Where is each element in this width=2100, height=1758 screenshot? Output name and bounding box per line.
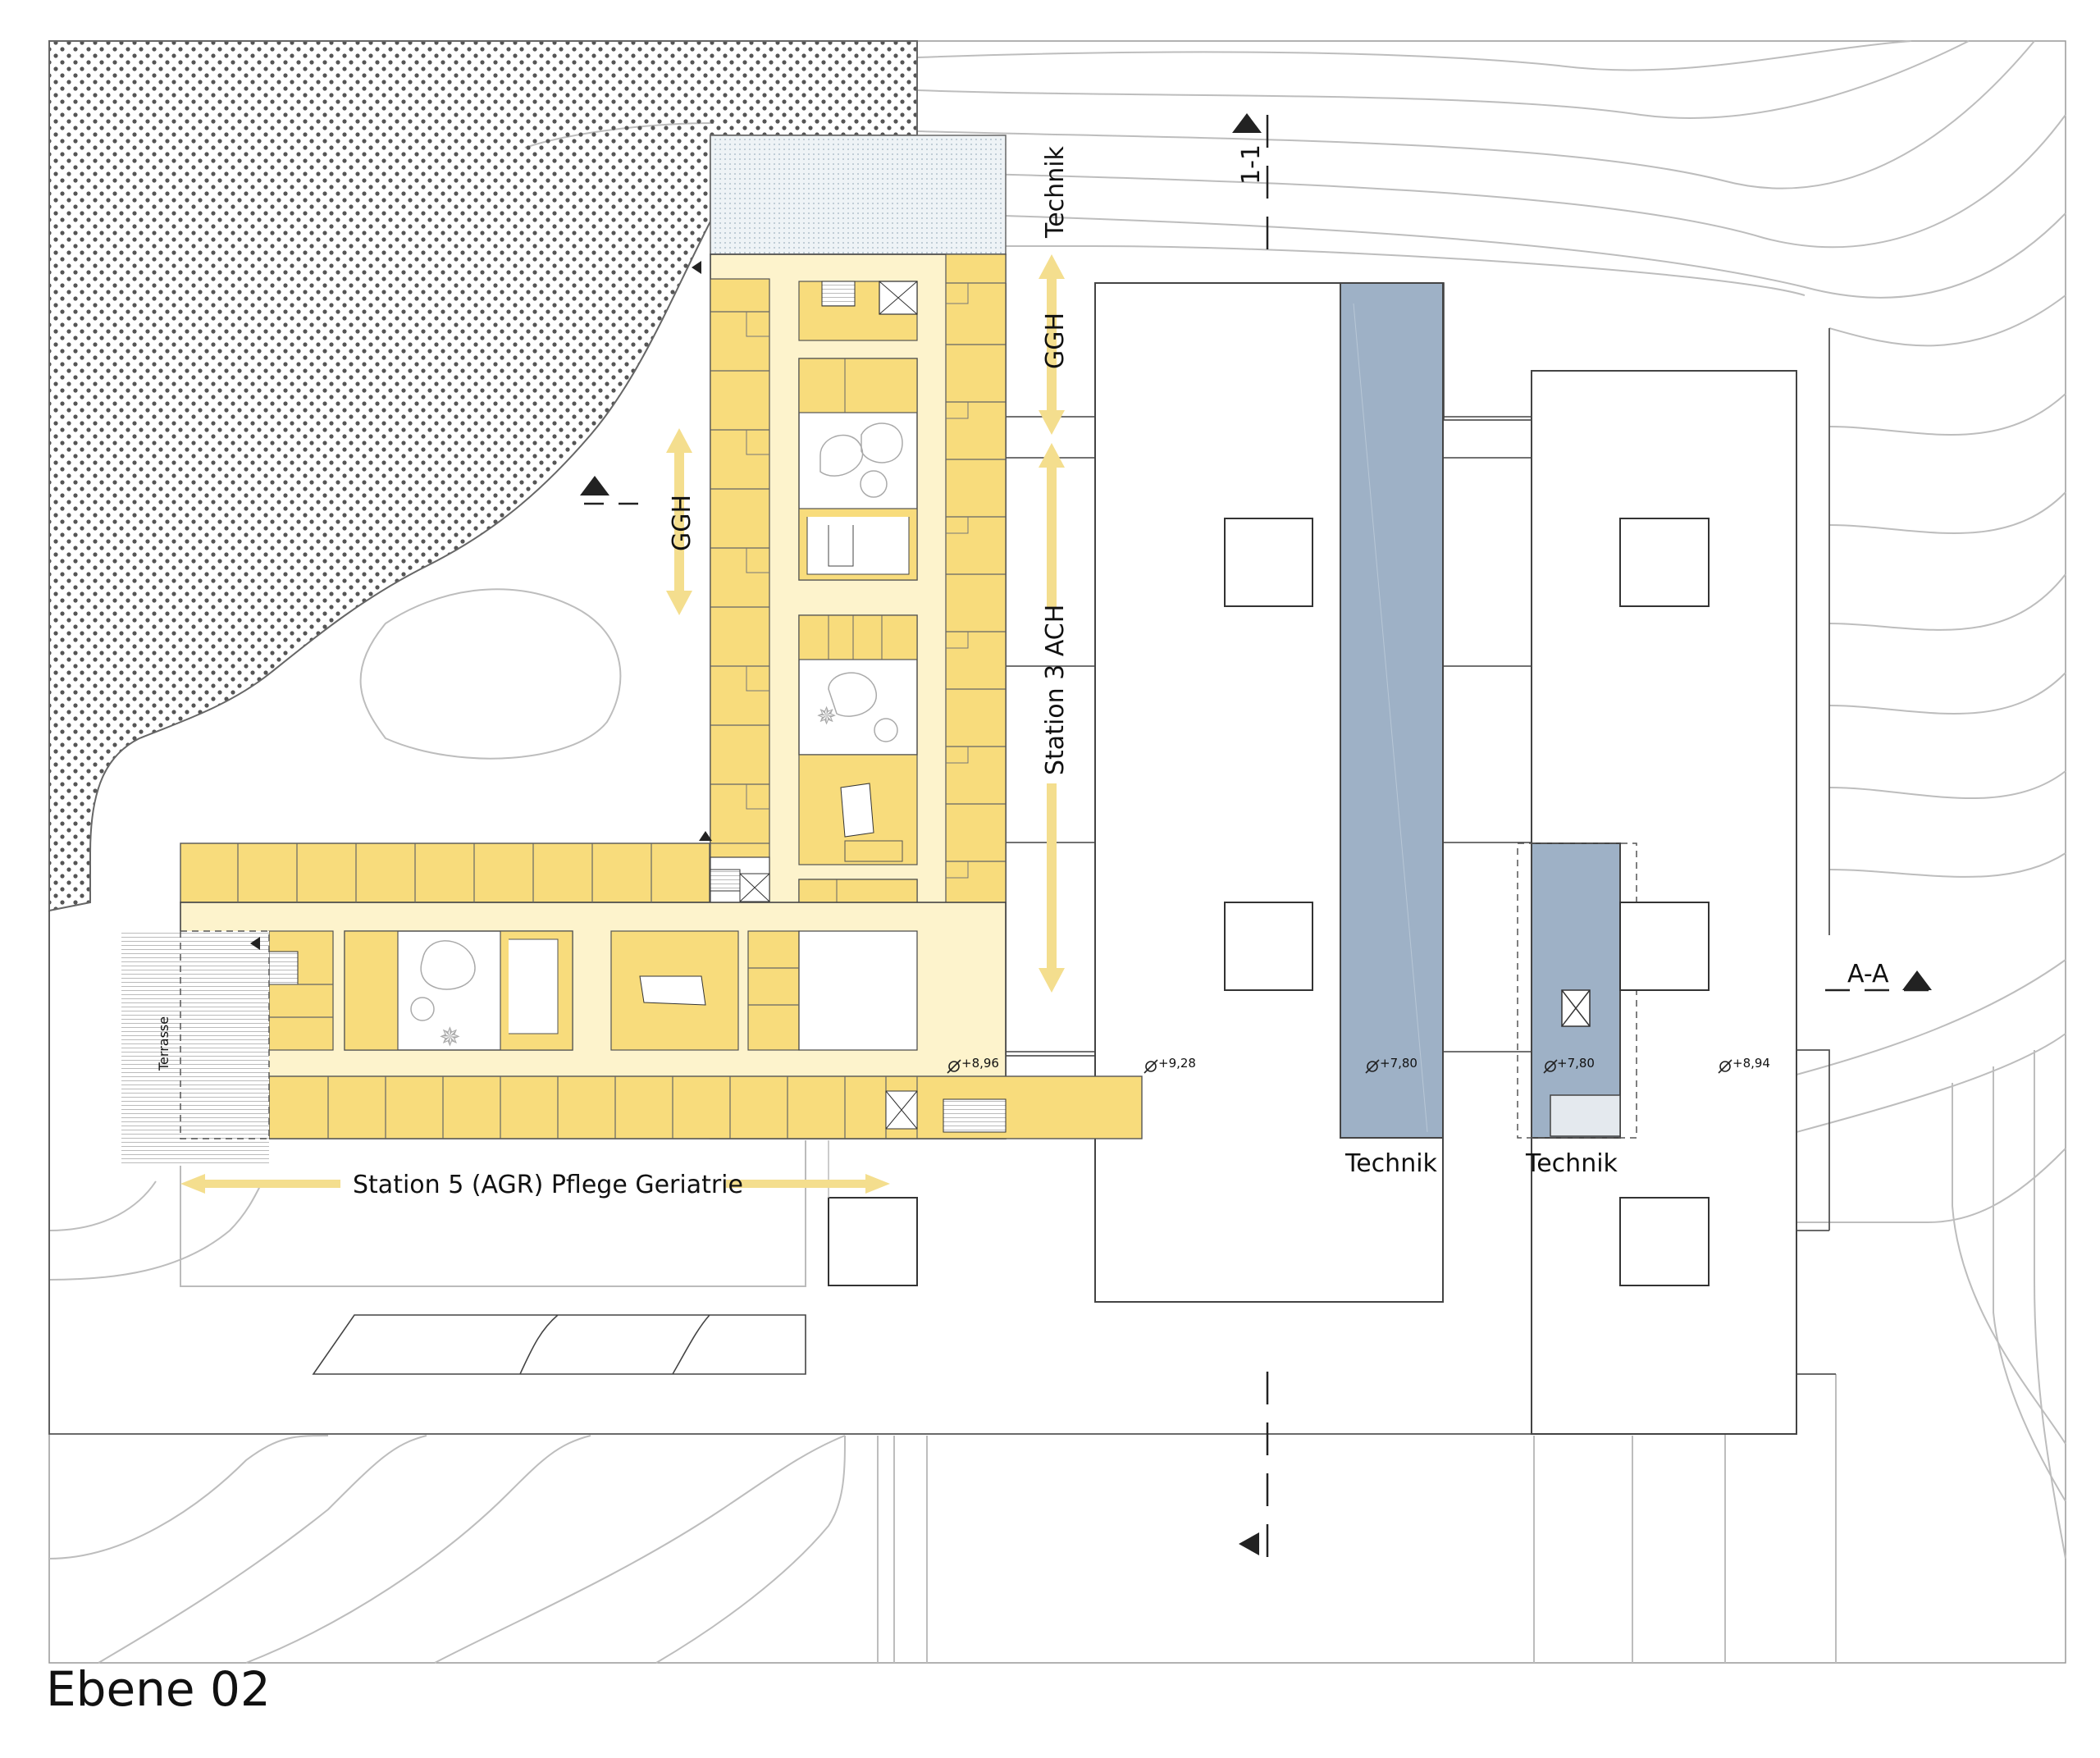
- level-markers: [947, 1059, 1732, 1074]
- technik-core-a: [1340, 282, 1444, 1139]
- station-5-wing: ✵: [180, 842, 1143, 1139]
- tree-icon: ✵: [816, 702, 837, 731]
- label-ggh-right: GGH: [1041, 313, 1070, 369]
- tree-icon-2: ✵: [439, 1021, 461, 1053]
- drawing-title: Ebene 02: [46, 1661, 271, 1717]
- terrasse-area: [121, 931, 269, 1166]
- label-ggh-left: GGH: [668, 495, 696, 551]
- level-5: +8,94: [1732, 1056, 1770, 1071]
- section-markers: [250, 113, 1932, 1555]
- label-terrasse: Terrasse: [156, 1016, 171, 1071]
- label-technik-a: Technik: [1344, 1149, 1438, 1178]
- label-section-a-a: A-A: [1847, 960, 1889, 989]
- level-1: +8,96: [961, 1056, 999, 1071]
- ramp: [312, 1314, 806, 1375]
- label-technik-b: Technik: [1525, 1149, 1618, 1178]
- level-3: +7,80: [1380, 1056, 1418, 1071]
- ward-arrows: [180, 254, 1065, 1194]
- technik-roof: [710, 135, 1007, 255]
- label-technik-top: Technik: [1041, 145, 1070, 239]
- level-2: +9,28: [1158, 1056, 1196, 1071]
- hatched-area: [48, 40, 918, 912]
- level-4: +7,80: [1557, 1056, 1595, 1071]
- terrain-contours: [48, 40, 2066, 1664]
- label-station-5: Station 5 (AGR) Pflege Geriatrie: [353, 1171, 743, 1199]
- label-station-3: Station 3 ACH: [1041, 605, 1070, 775]
- label-section-1-1: 1-1: [1237, 144, 1266, 185]
- light-wells: [828, 518, 1710, 1286]
